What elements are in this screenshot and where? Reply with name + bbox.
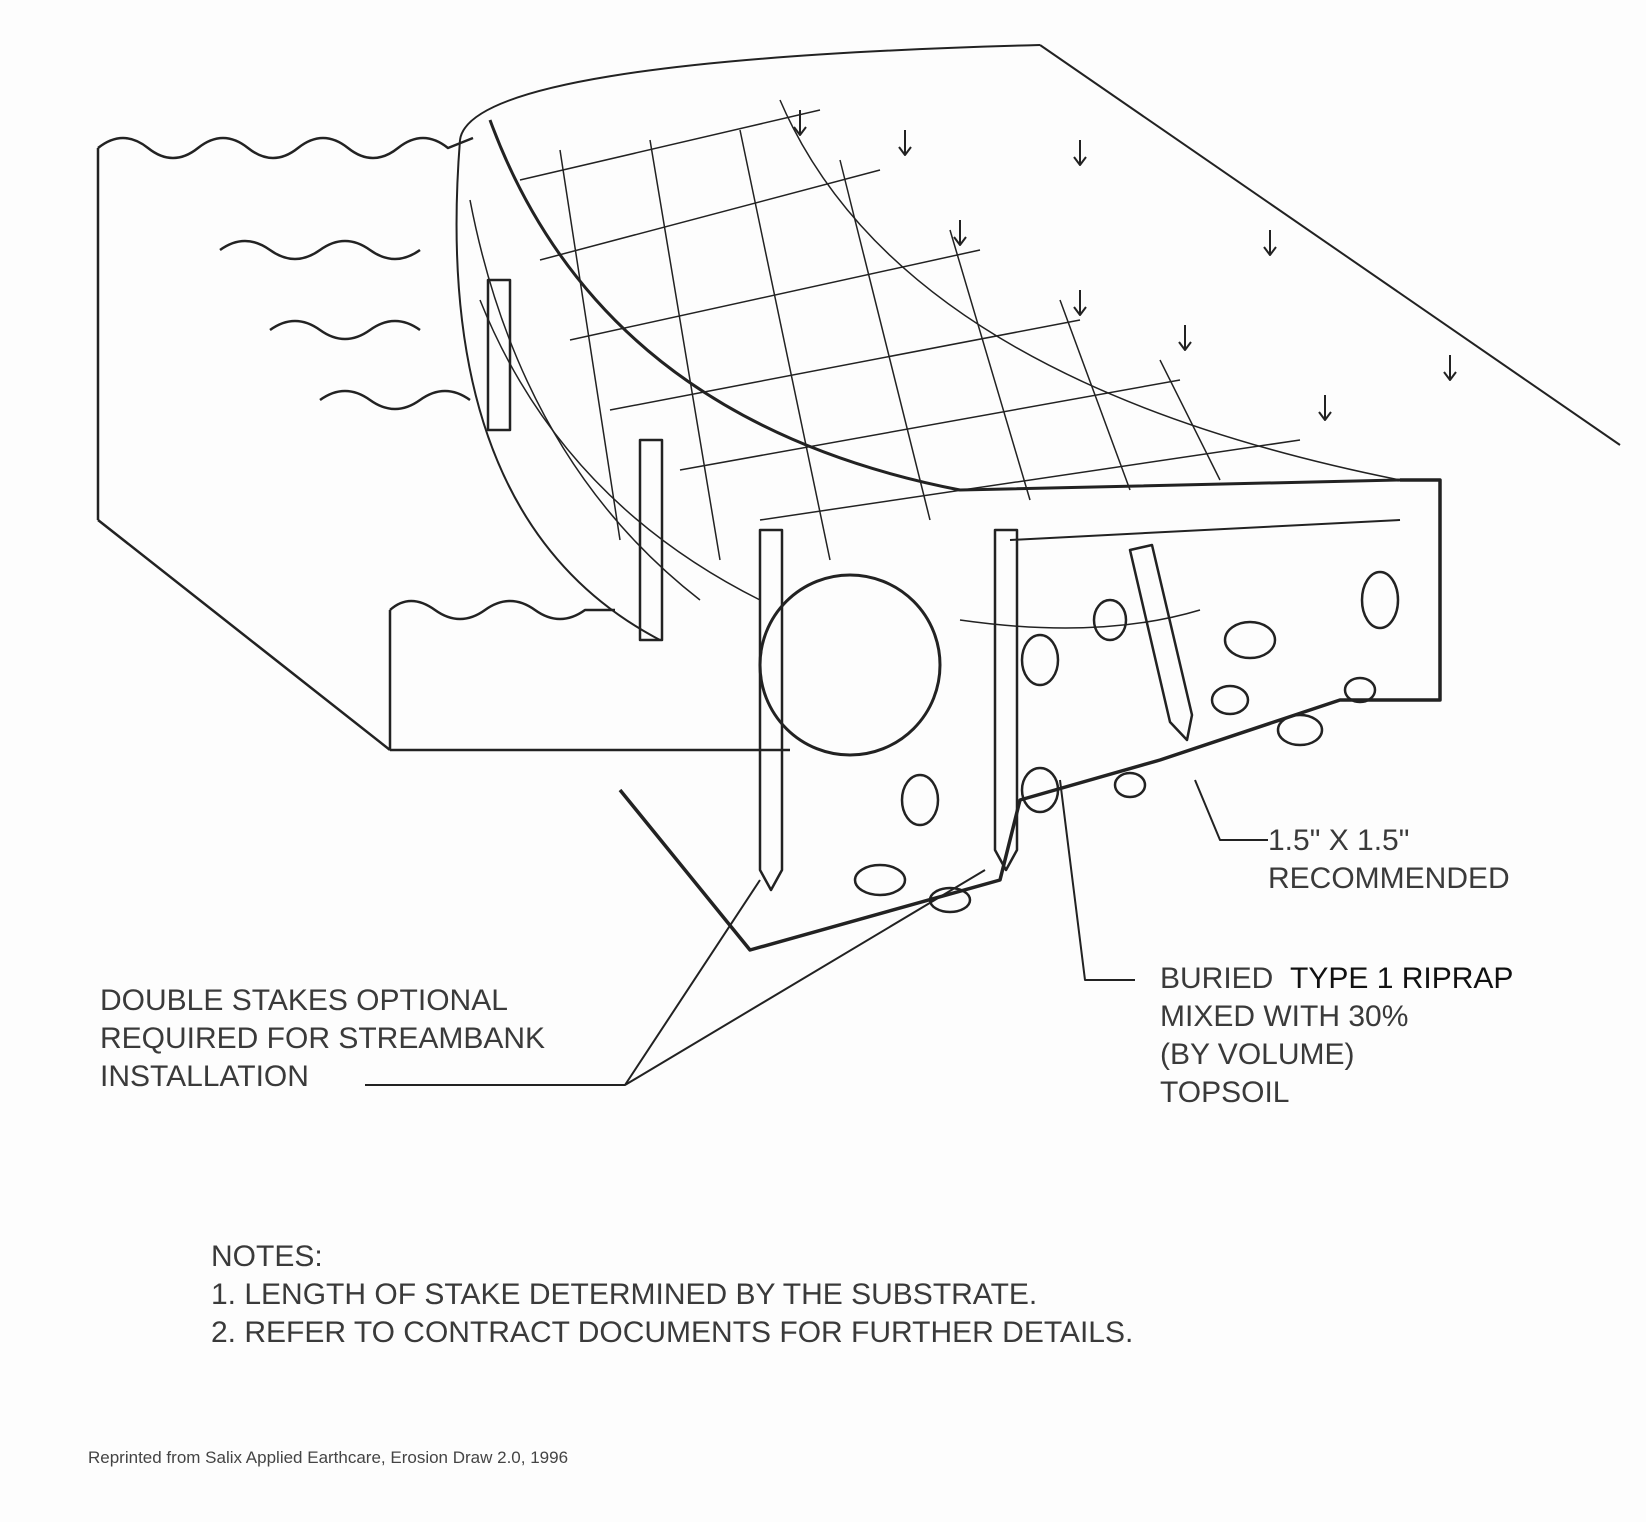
fiber-roll xyxy=(758,573,942,757)
notes-title: NOTES: xyxy=(211,1240,323,1273)
note-item: 2. REFER TO CONTRACT DOCUMENTS FOR FURTH… xyxy=(211,1316,1134,1349)
stake-size-callout: 1.5" X 1.5" RECOMMENDED xyxy=(1268,822,1510,898)
double-stakes-line: REQUIRED FOR STREAMBANK xyxy=(100,1022,546,1055)
riprap-type: TYPE 1 RIPRAP xyxy=(1290,962,1514,995)
double-stakes-line: DOUBLE STAKES OPTIONAL xyxy=(100,984,508,1017)
soil-riprap-layer xyxy=(618,478,1442,952)
riprap-line: TOPSOIL xyxy=(1160,1076,1290,1109)
leader-lines xyxy=(365,779,1268,1086)
riprap-prefix: BURIED xyxy=(1160,962,1274,995)
riprap-line: MIXED WITH 30% xyxy=(1160,1000,1409,1033)
bank-slope-mesh xyxy=(455,44,1621,641)
double-stakes-callout: DOUBLE STAKES OPTIONAL REQUIRED FOR STRE… xyxy=(100,982,545,1096)
notes: NOTES: 1. LENGTH OF STAKE DETERMINED BY … xyxy=(211,1238,1133,1352)
riprap-callout: BURIED TYPE 1 RIPRAP MIXED WITH 30% (BY … xyxy=(1160,960,1513,1112)
drainage-arrows xyxy=(793,110,1457,421)
riprap-line: (BY VOLUME) xyxy=(1160,1038,1355,1071)
note-item: 1. LENGTH OF STAKE DETERMINED BY THE SUB… xyxy=(211,1278,1038,1311)
double-stakes-line: INSTALLATION xyxy=(100,1060,309,1093)
credit-line: Reprinted from Salix Applied Earthcare, … xyxy=(88,1448,569,1467)
stakes xyxy=(486,278,1194,892)
stake-size-line: 1.5" X 1.5" xyxy=(1268,824,1410,857)
stake-size-line: RECOMMENDED xyxy=(1268,862,1510,895)
water-block xyxy=(96,136,790,752)
